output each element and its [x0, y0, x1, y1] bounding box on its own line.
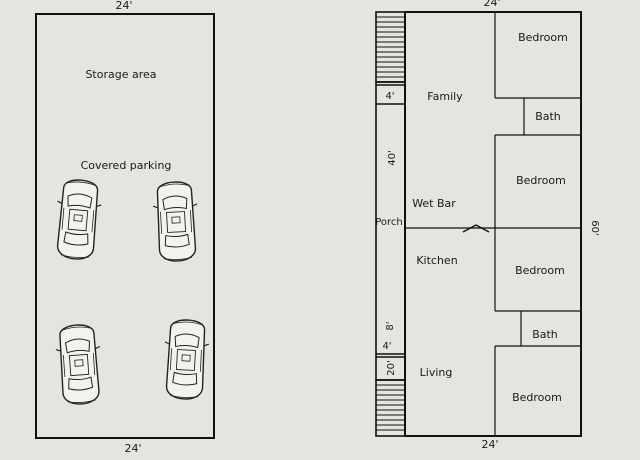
right-top-dimension: 24' [483, 0, 500, 9]
room-bedroom-1: Bedroom [518, 31, 568, 44]
porch-dim-top: 4' [385, 91, 394, 102]
car-icon [53, 322, 105, 407]
covered-parking-label: Covered parking [81, 159, 172, 172]
right-plan: 24' 24' 60' 4' 40' Porch 8' 4' 20' Famil… [375, 0, 600, 451]
room-wet-bar: Wet Bar [412, 197, 456, 210]
porch-dim-40: 40' [387, 150, 398, 165]
room-living: Living [420, 366, 453, 379]
left-bottom-dimension: 24' [124, 442, 141, 455]
room-bedroom-2: Bedroom [516, 174, 566, 187]
porch-strip [375, 81, 406, 381]
left-plan: 24' 24' Storage area Covered parking [35, 0, 215, 455]
lot-outline [35, 13, 215, 439]
interior-walls [405, 12, 581, 436]
room-bedroom-3: Bedroom [515, 264, 565, 277]
wet-bar-symbol [462, 224, 490, 233]
room-bedroom-4: Bedroom [512, 391, 562, 404]
room-bath-1: Bath [535, 110, 561, 123]
porch-dim-bottom: 4' [382, 341, 391, 352]
porch-dim-20: 20' [386, 360, 397, 375]
car-icon [161, 318, 211, 401]
stairs-top [375, 11, 406, 83]
stairs-bottom [375, 379, 406, 437]
right-side-dimension: 60' [589, 220, 600, 235]
porch-dim-8: 8' [385, 321, 396, 330]
right-bottom-dimension: 24' [481, 438, 498, 451]
left-top-dimension: 24' [115, 0, 132, 12]
porch-label: Porch [375, 217, 403, 228]
room-kitchen: Kitchen [416, 254, 457, 267]
house-outline [404, 11, 582, 437]
car-icon [51, 177, 105, 262]
storage-area-label: Storage area [85, 68, 156, 81]
car-icon [151, 180, 201, 263]
room-family: Family [427, 90, 463, 103]
room-bath-2: Bath [532, 328, 558, 341]
